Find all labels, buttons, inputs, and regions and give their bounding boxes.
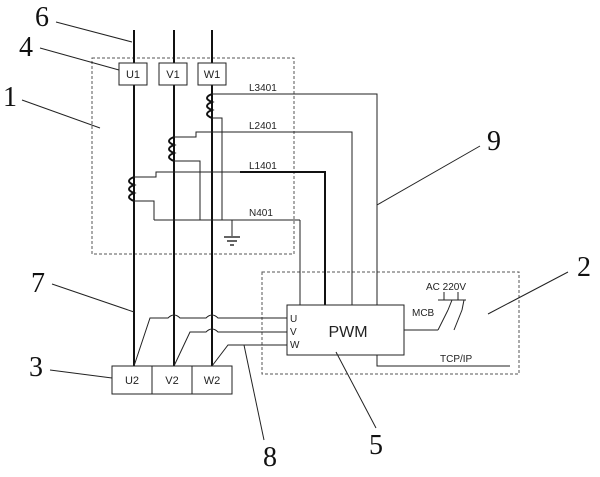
callout-9: 9: [487, 126, 501, 157]
terminal-u1: [118, 62, 148, 86]
signal-l3401: L3401: [249, 83, 277, 94]
breaker-icon: [404, 292, 466, 331]
callout-7: 7: [31, 268, 45, 299]
bottom-terminal-block: U2 V2 W2: [111, 365, 233, 395]
pwm-input-v: V: [290, 327, 297, 338]
controller-enclosure: [261, 271, 520, 375]
terminal-v1: [158, 62, 188, 86]
pwm-label: PWM: [328, 324, 367, 341]
network-label: TCP/IP: [440, 354, 473, 365]
callout-1: 1: [3, 82, 17, 113]
signal-routes: [240, 93, 378, 305]
terminal-u2-label: U2: [125, 375, 139, 387]
power-label: AC 220V: [426, 282, 466, 293]
coil-v: [168, 136, 177, 162]
callout-8: 8: [263, 442, 277, 473]
pwm-input-u: U: [290, 314, 297, 325]
callout-6: 6: [35, 2, 49, 33]
sensing-enclosure: [91, 57, 295, 255]
pwm-outputs: [133, 314, 287, 367]
terminal-u1-label: U1: [126, 69, 140, 81]
signal-n401: N401: [249, 208, 273, 219]
callout-leaders: [21, 21, 569, 441]
callout-4: 4: [19, 32, 33, 63]
phase-buses: [133, 30, 213, 366]
callout-2: 2: [577, 252, 591, 283]
top-terminal-block: U1 V1 W1: [118, 62, 227, 86]
terminal-w1-label: W1: [204, 69, 221, 81]
callout-3: 3: [29, 352, 43, 383]
ground-icon: [224, 236, 240, 246]
coil-u: [128, 176, 137, 202]
terminal-w1: [197, 62, 227, 86]
terminal-v2-label: V2: [165, 375, 178, 387]
terminal-w2-label: W2: [204, 375, 221, 387]
coils: [128, 93, 215, 202]
terminal-w2: [191, 365, 233, 395]
callout-5: 5: [369, 430, 383, 461]
secondary-wiring: [134, 93, 300, 236]
signal-l2401: L2401: [249, 121, 277, 132]
breaker-label: MCB: [412, 308, 435, 319]
network-line: [376, 355, 510, 367]
pwm-input-w: W: [290, 340, 300, 351]
terminal-v2: [151, 365, 193, 395]
terminal-v1-label: V1: [166, 69, 179, 81]
signal-l1401: L1401: [249, 161, 277, 172]
coil-w: [206, 93, 215, 119]
